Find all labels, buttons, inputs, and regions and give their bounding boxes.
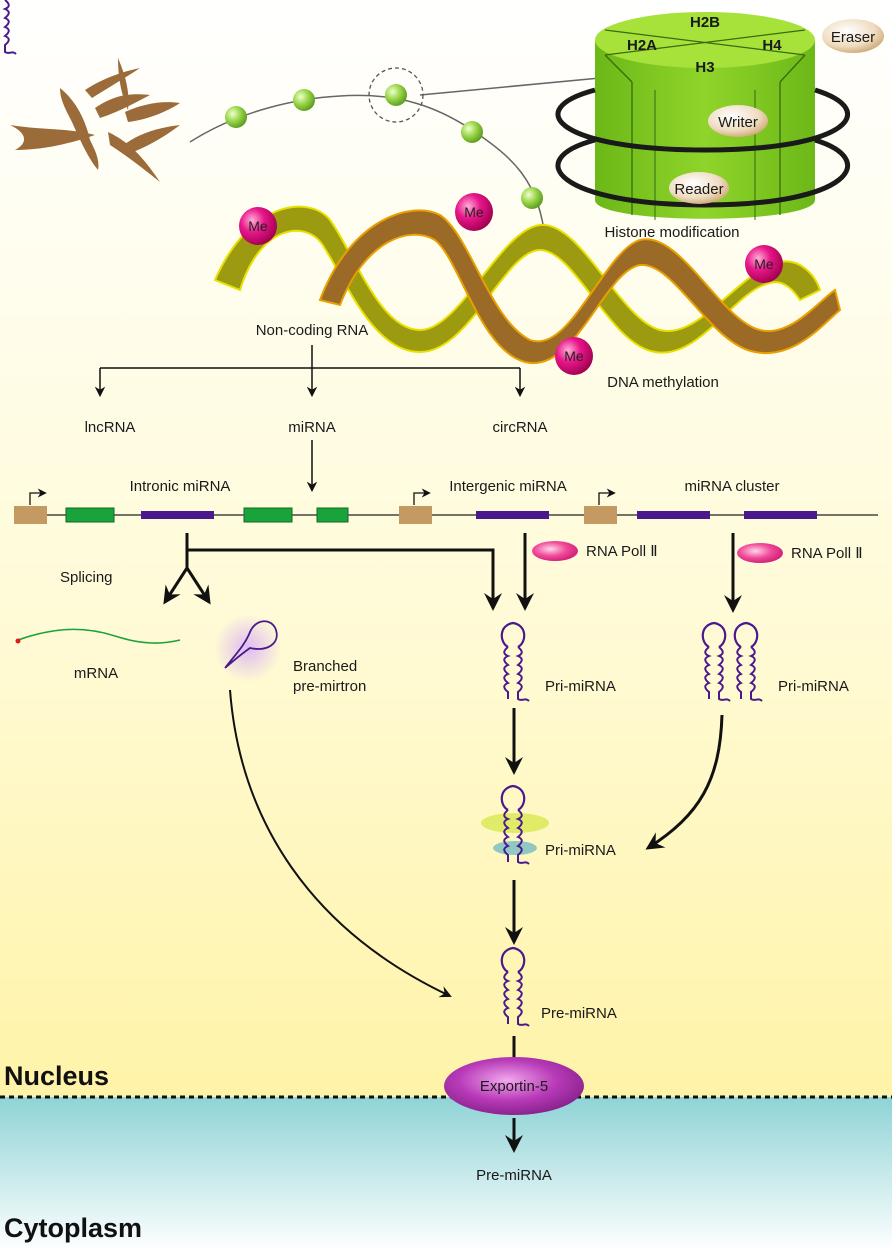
hairpin-template xyxy=(2,0,17,55)
exon-3 xyxy=(316,507,349,523)
chromosomes-icon xyxy=(10,58,180,182)
cytoplasm-pre-mirna-label: Pre-miRNA xyxy=(476,1167,552,1184)
intergenic-mirna-label: Intergenic miRNA xyxy=(449,478,567,495)
splicing-label: Splicing xyxy=(60,569,113,586)
reader-label: Reader xyxy=(674,181,723,198)
branched-pre-mirtron-icon xyxy=(224,620,278,669)
svg-text:Me: Me xyxy=(248,218,268,234)
drosha-ring xyxy=(481,813,549,833)
cytoplasm-label: Cytoplasm xyxy=(4,1213,142,1243)
exportin-5-label: Exportin-5 xyxy=(480,1078,548,1095)
dgcr8-ring xyxy=(493,841,537,855)
exon-2 xyxy=(243,507,293,523)
mrna-label: mRNA xyxy=(74,665,118,682)
histone-h3: H3 xyxy=(695,59,714,76)
ncrna-tree xyxy=(94,345,526,493)
intergenic-mirna-gene xyxy=(476,511,549,519)
branched-label-line1: Branched xyxy=(293,658,357,675)
eraser-label: Eraser xyxy=(831,29,875,46)
lncrna-label: lncRNA xyxy=(85,419,136,436)
svg-text:Me: Me xyxy=(564,348,584,364)
cluster-mirna-gene-2 xyxy=(744,511,817,519)
nucleosome-beads xyxy=(225,84,543,209)
intronic-mirna-label: Intronic miRNA xyxy=(130,478,231,495)
cytoplasm-background xyxy=(0,1097,892,1251)
pre-mirna-label: Pre-miRNA xyxy=(541,1005,617,1022)
splicing-arrows xyxy=(163,533,742,1153)
branched-label-line2: pre-mirtron xyxy=(293,678,366,695)
zoom-circle xyxy=(368,67,424,123)
pri-mirna-label-2: Pri-miRNA xyxy=(545,842,616,859)
writer-tag xyxy=(708,105,768,137)
promoter-arrows xyxy=(29,488,616,505)
histone-h4: H4 xyxy=(762,37,782,54)
promoter-box-2 xyxy=(399,506,432,524)
exon-1 xyxy=(65,507,115,523)
dna-methylation-label: DNA methylation xyxy=(607,374,719,391)
svg-text:Me: Me xyxy=(464,204,484,220)
promoter-box-1 xyxy=(14,506,47,524)
mrna-strand xyxy=(17,628,181,644)
histone-h2a: H2A xyxy=(627,37,657,54)
rna-pol-ii-icon-2 xyxy=(737,543,783,563)
dna-helix xyxy=(213,205,842,365)
nucleus-label: Nucleus xyxy=(4,1061,109,1091)
chromatin-fiber xyxy=(189,94,546,241)
cluster-arrow xyxy=(645,714,724,850)
rna-pol-ii-icon-1 xyxy=(532,541,578,561)
methyl-group-1: Me xyxy=(239,207,277,245)
cluster-mirna-gene-1 xyxy=(637,511,710,519)
zoom-line xyxy=(419,77,601,96)
mirna-label: miRNA xyxy=(288,419,336,436)
methyl-group-3: Me xyxy=(745,245,783,283)
intronic-mirna-gene xyxy=(141,511,214,519)
promoter-box-3 xyxy=(584,506,617,524)
dna-wrap xyxy=(555,87,850,208)
pri-mirna-label-1: Pri-miRNA xyxy=(545,678,616,695)
methyl-group-2: Me xyxy=(455,193,493,231)
mrna-cap-icon xyxy=(15,638,21,644)
mirna-cluster-label: miRNA cluster xyxy=(684,478,779,495)
eraser-tag xyxy=(822,19,884,53)
mirtron-glow xyxy=(214,614,282,682)
methyl-group-4: Me xyxy=(555,337,593,375)
exportin-5-icon xyxy=(444,1057,584,1115)
rna-pol-ii-label-1: RNA Poll Ⅱ xyxy=(586,543,658,560)
non-coding-rna-label: Non-coding RNA xyxy=(256,322,369,339)
writer-label: Writer xyxy=(718,114,758,131)
mirtron-arrow xyxy=(229,689,452,998)
histone-octamer xyxy=(595,12,815,220)
histone-h2b: H2B xyxy=(690,14,720,31)
svg-text:Me: Me xyxy=(754,256,774,272)
pri-mirna-label-cluster: Pri-miRNA xyxy=(778,678,849,695)
circrna-label: circRNA xyxy=(493,419,548,436)
reader-tag xyxy=(669,172,729,204)
rna-pol-ii-label-2: RNA Poll Ⅱ xyxy=(791,545,863,562)
histone-modification-label: Histone modification xyxy=(604,224,739,241)
